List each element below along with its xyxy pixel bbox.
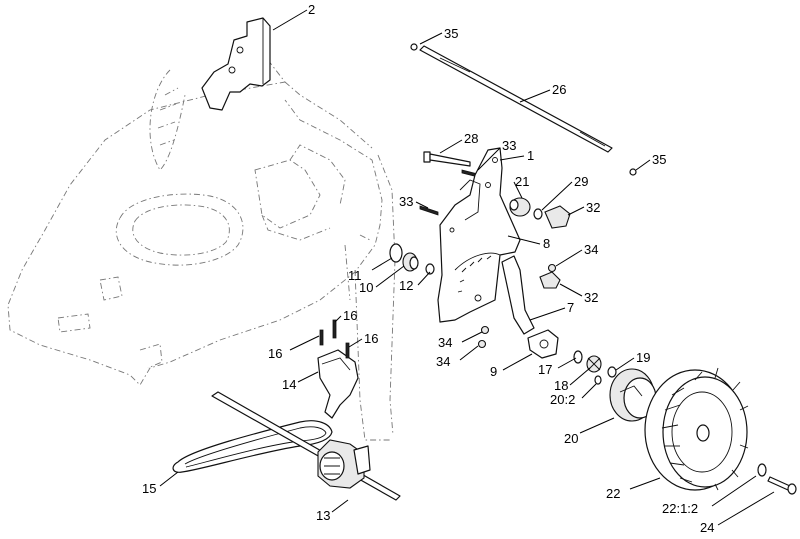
part-34-nut-lower-1 (480, 325, 490, 335)
part-9-pivot-plate (527, 329, 559, 359)
callout-2: 2 (308, 2, 315, 17)
callout-32: 32 (584, 290, 598, 305)
part-11-bushing (389, 243, 403, 263)
part-19-washer (607, 366, 617, 378)
callout-34: 34 (584, 242, 598, 257)
part-35-cap-top (410, 43, 418, 51)
callout-8: 8 (543, 236, 550, 251)
part-12-washer (425, 263, 435, 275)
part-28-bolt (423, 151, 471, 167)
part-20-2-washer (594, 375, 602, 385)
part-1-side-plate (437, 147, 521, 323)
part-34-nut-upper (547, 263, 557, 273)
part-20-hub (609, 368, 657, 422)
callout-11: 11 (348, 268, 362, 283)
callout-20-2: 20:2 (550, 392, 575, 407)
callout-1: 1 (527, 148, 534, 163)
part-16-screw-a (319, 329, 324, 346)
callout-13: 13 (316, 508, 330, 523)
part-35-cap-bottom (629, 168, 637, 176)
part-14-shield (317, 349, 359, 419)
part-13-transmission (211, 391, 401, 501)
callout-28: 28 (464, 131, 478, 146)
callout-21: 21 (515, 174, 529, 189)
part-16-screw-b (332, 319, 337, 339)
callout-29: 29 (574, 174, 588, 189)
callout-24: 24 (700, 520, 714, 535)
callout-9: 9 (490, 364, 497, 379)
callout-33: 33 (502, 138, 516, 153)
callout-32: 32 (586, 200, 600, 215)
part-16-screw-c (345, 342, 350, 359)
part-22-1-2-washer (757, 463, 767, 477)
callout-17: 17 (538, 362, 552, 377)
part-21-spacer (509, 197, 531, 217)
part-24-bolt (767, 476, 797, 495)
mower-deck-phantom (7, 59, 396, 441)
callout-26: 26 (552, 82, 566, 97)
callout-10: 10 (359, 280, 373, 295)
part-8-lever (501, 255, 535, 335)
callout-16: 16 (268, 346, 282, 361)
part-32-knob-upper (544, 205, 571, 229)
part-15-belt (172, 420, 333, 473)
callout-35: 35 (652, 152, 666, 167)
part-29-washer (533, 208, 543, 220)
part-2-rear-bracket (201, 17, 271, 111)
callout-35: 35 (444, 26, 458, 41)
callout-34: 34 (436, 354, 450, 369)
part-10-bearing (402, 252, 419, 272)
callout-15: 15 (142, 481, 156, 496)
part-26-rod (410, 43, 637, 176)
part-18-gear (586, 355, 602, 373)
callout-16: 16 (343, 308, 357, 323)
part-34-nut-lower-2 (477, 339, 487, 349)
callout-33: 33 (399, 194, 413, 209)
leader-lines (159, 9, 775, 526)
part-17-washer (573, 350, 583, 364)
callout-7: 7 (567, 300, 574, 315)
callout-16: 16 (364, 331, 378, 346)
callout-22-1-2: 22:1:2 (662, 501, 698, 516)
callout-14: 14 (282, 377, 296, 392)
callout-20: 20 (564, 431, 578, 446)
part-32-knob-lower (539, 271, 561, 289)
callout-12: 12 (399, 278, 413, 293)
callout-19: 19 (636, 350, 650, 365)
part-22-wheel (644, 367, 749, 491)
callout-22: 22 (606, 486, 620, 501)
callout-18: 18 (554, 378, 568, 393)
part-33-screw-left (419, 205, 439, 216)
callout-34: 34 (438, 335, 452, 350)
callout-labels: 2 35 26 28 33 1 35 21 29 33 32 8 34 11 1… (142, 2, 714, 535)
